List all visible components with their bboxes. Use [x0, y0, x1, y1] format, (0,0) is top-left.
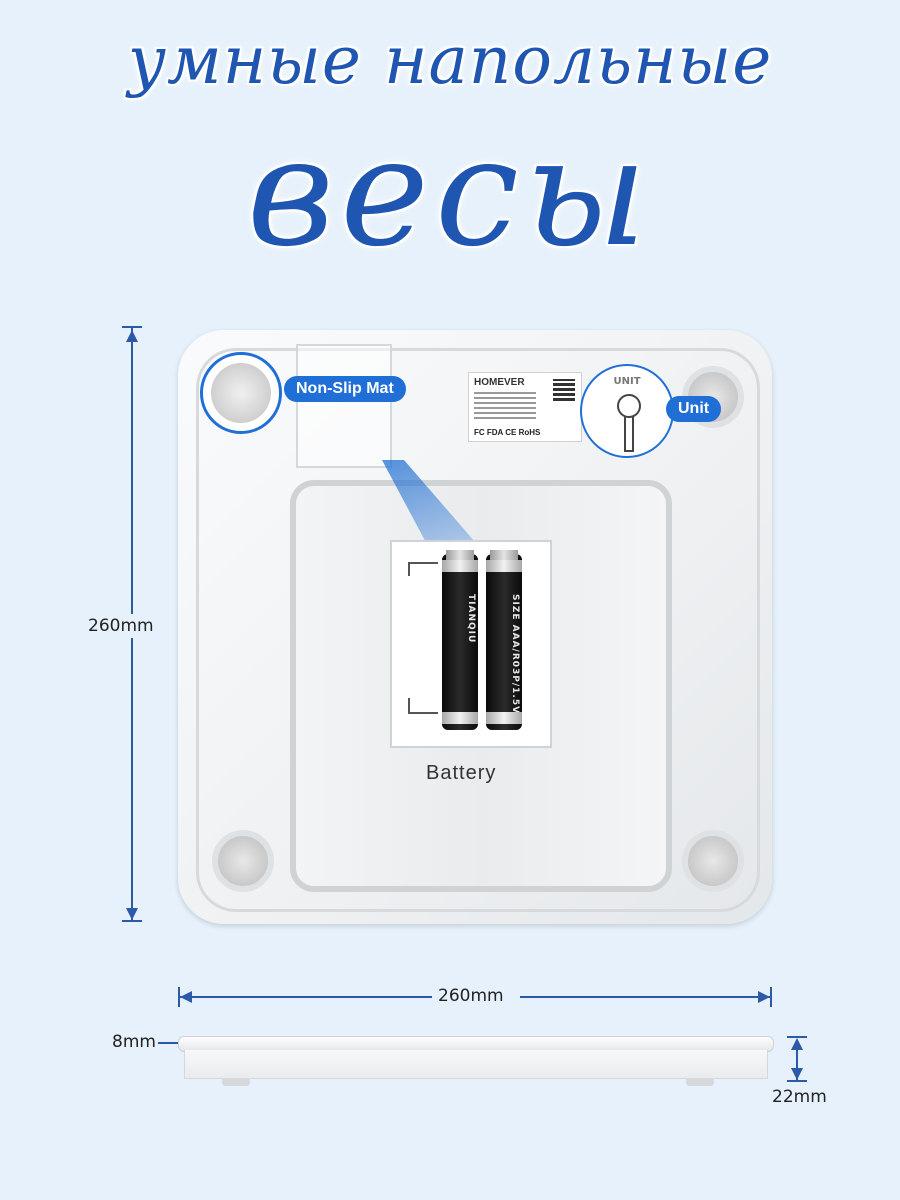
battery-label: Battery: [426, 762, 497, 784]
scale-side-view: [178, 1036, 774, 1086]
unit-switch-label: UNIT: [613, 376, 641, 387]
side-view-body: [184, 1050, 768, 1079]
scale-frame: [196, 348, 760, 912]
sticker-brand: HOMEVER: [474, 377, 525, 388]
height-dimension-label: 260mm: [88, 614, 154, 638]
battery-left: TIANQIU: [442, 550, 478, 730]
thickness-arrow-down-icon: [791, 1068, 803, 1080]
width-dimension-line-left: [180, 996, 432, 998]
certification-marks: FC FDA CE RoHS: [474, 428, 541, 437]
thickness-cap-top: [787, 1036, 807, 1038]
arrow-right-icon: [758, 991, 770, 1003]
foot-bottom-left: [212, 830, 274, 892]
battery-clip-bottom: [408, 712, 438, 714]
arrow-left-icon: [180, 991, 192, 1003]
sticker-text-lines: [474, 389, 536, 422]
thin-edge-pointer: [158, 1042, 178, 1044]
width-dimension-cap-right: [770, 987, 772, 1007]
product-label-sticker: HOMEVER FC FDA CE RoHS: [468, 372, 582, 442]
battery-clip-bottom-edge: [408, 698, 410, 712]
arrow-up-icon: [126, 330, 138, 342]
scale-top-view: Non-Slip Mat HOMEVER FC FDA CE RoHS UNIT…: [178, 330, 772, 924]
unit-switch-highlight: UNIT: [580, 364, 674, 458]
keyhole-icon: [617, 394, 641, 418]
battery-compartment: TIANQIU SIZE AAA/R03P/1.5V: [390, 540, 552, 748]
battery-left-brand: TIANQIU: [466, 594, 476, 644]
battery-right-text: SIZE AAA/R03P/1.5V: [510, 594, 520, 715]
headline-main: весы: [246, 106, 654, 280]
battery-right: SIZE AAA/R03P/1.5V: [486, 550, 522, 730]
battery-clip-top-edge: [408, 562, 410, 576]
dimension-cap-bottom: [122, 920, 142, 922]
thickness-cap-bottom: [787, 1080, 807, 1082]
width-dimension-line-right: [520, 996, 770, 998]
thickness-arrow-up-icon: [791, 1038, 803, 1050]
qr-code-icon: [553, 379, 575, 401]
side-foot-right: [686, 1078, 714, 1086]
unit-callout: Unit: [666, 396, 722, 422]
dimension-cap-top: [122, 326, 142, 328]
foot-bottom-right: [682, 830, 744, 892]
battery-cover-outline: [296, 344, 392, 468]
thickness-label: 22mm: [772, 1087, 827, 1107]
arrow-down-icon: [126, 908, 138, 920]
keyhole-stem: [624, 416, 634, 452]
headline-top: умные напольные: [127, 22, 773, 99]
width-dimension-label: 260mm: [438, 986, 504, 1006]
non-slip-mat-callout: Non-Slip Mat: [284, 376, 406, 402]
thickness-dimension-line: [796, 1040, 798, 1080]
thin-edge-label: 8mm: [112, 1032, 156, 1052]
non-slip-foot-highlight: [200, 352, 282, 434]
side-foot-left: [222, 1078, 250, 1086]
width-dimension-cap-left: [178, 987, 180, 1007]
battery-clip-top: [408, 562, 438, 564]
